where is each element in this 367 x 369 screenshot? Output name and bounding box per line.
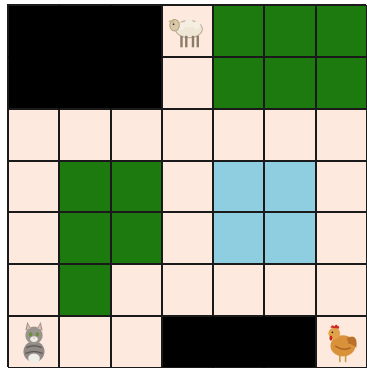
cell-floor[interactable] [111,264,162,316]
cell-floor[interactable] [264,109,315,161]
cell-wall[interactable] [59,57,110,109]
cell-floor[interactable] [162,109,213,161]
cell-wall[interactable] [111,57,162,109]
cell-floor[interactable] [213,264,264,316]
cell-grass[interactable] [316,57,367,109]
cell-wall[interactable] [59,5,110,57]
cell-grass[interactable] [59,264,110,316]
cell-wall[interactable] [8,57,59,109]
cell-floor[interactable] [59,316,110,368]
cell-floor[interactable] [8,109,59,161]
cell-floor[interactable] [111,109,162,161]
cell-grass[interactable] [264,5,315,57]
cell-floor[interactable] [316,109,367,161]
cell-wall[interactable] [264,316,315,368]
cell-wall[interactable] [213,316,264,368]
cell-floor[interactable] [59,109,110,161]
hen-icon [317,317,366,367]
cell-wall[interactable] [162,316,213,368]
cell-floor[interactable] [316,212,367,264]
cell-floor[interactable] [316,264,367,316]
cell-floor[interactable] [162,5,213,57]
cell-grass[interactable] [59,161,110,213]
cell-grass[interactable] [59,212,110,264]
cell-wall[interactable] [8,5,59,57]
sheep-icon [163,6,212,56]
cell-grass[interactable] [213,57,264,109]
cell-floor[interactable] [162,161,213,213]
cell-floor[interactable] [162,264,213,316]
cell-floor[interactable] [8,212,59,264]
cell-grass[interactable] [213,5,264,57]
cell-grass[interactable] [316,5,367,57]
cell-grass[interactable] [264,57,315,109]
cell-floor[interactable] [162,57,213,109]
cell-water[interactable] [264,212,315,264]
cell-water[interactable] [213,212,264,264]
cell-grass[interactable] [111,161,162,213]
cell-water[interactable] [213,161,264,213]
cell-water[interactable] [264,161,315,213]
cell-floor[interactable] [316,316,367,368]
cell-floor[interactable] [111,316,162,368]
cat-icon [9,317,58,367]
cell-floor[interactable] [8,161,59,213]
cell-floor[interactable] [8,316,59,368]
cell-wall[interactable] [111,5,162,57]
cell-grass[interactable] [111,212,162,264]
cell-floor[interactable] [264,264,315,316]
game-board [7,4,366,367]
cell-floor[interactable] [213,109,264,161]
cell-floor[interactable] [8,264,59,316]
cell-floor[interactable] [162,212,213,264]
cell-floor[interactable] [316,161,367,213]
